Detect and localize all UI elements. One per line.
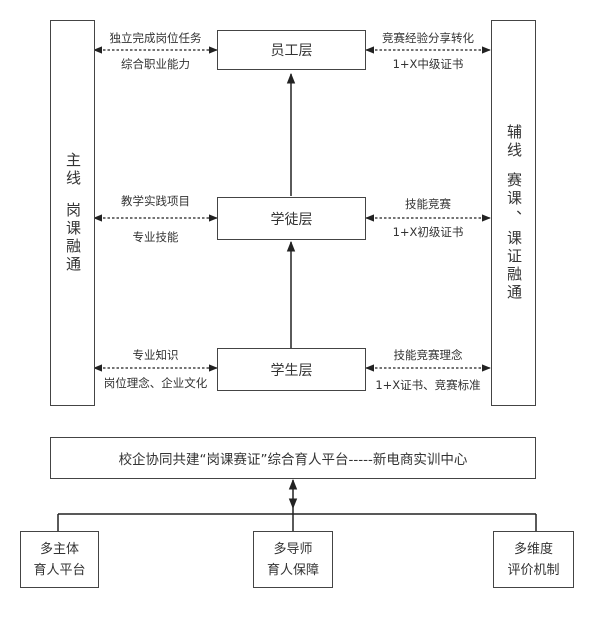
auxiliary-line-text-1: 赛课 bbox=[505, 172, 523, 208]
auxiliary-line-text-2: 、 bbox=[505, 210, 523, 228]
right-label-apprentice-bottom: 1+X初级证书 bbox=[392, 225, 464, 239]
main-line-subtitle: 岗课融通 bbox=[64, 202, 82, 274]
employee-level-box: 员工层 bbox=[217, 30, 366, 70]
multi-subject-platform-box: 多主体 育人平台 bbox=[20, 531, 99, 588]
student-level-label: 学生层 bbox=[270, 362, 313, 379]
right-label-student-top: 技能竞赛理念 bbox=[393, 348, 463, 362]
multi-mentor-box: 多导师 育人保障 bbox=[253, 531, 333, 588]
left-label-student-top: 专业知识 bbox=[132, 348, 179, 362]
left-label-student-bottom: 岗位理念、企业文化 bbox=[103, 376, 208, 390]
auxiliary-line-column: 辅线 赛课 、 课证融通 bbox=[491, 20, 536, 406]
main-line-title: 主线 bbox=[64, 152, 82, 188]
multi-mentor-line2: 育人保障 bbox=[266, 562, 319, 578]
auxiliary-line-text-3: 课证融通 bbox=[505, 230, 523, 302]
auxiliary-line-title: 辅线 bbox=[505, 124, 523, 160]
left-label-employee-bottom: 综合职业能力 bbox=[121, 57, 190, 71]
left-label-apprentice-top: 教学实践项目 bbox=[121, 194, 190, 208]
left-label-employee-top: 独立完成岗位任务 bbox=[109, 31, 202, 45]
apprentice-level-label: 学徒层 bbox=[270, 211, 313, 228]
multi-dimension-line2: 评价机制 bbox=[507, 562, 560, 578]
right-label-student-bottom: 1+X证书、竞赛标准 bbox=[375, 378, 481, 392]
apprentice-level-box: 学徒层 bbox=[217, 197, 366, 240]
platform-label: 校企协同共建“岗课赛证”综合育人平台-----新电商实训中心 bbox=[118, 452, 468, 468]
multi-subject-line1: 多主体 bbox=[39, 541, 79, 557]
student-level-box: 学生层 bbox=[217, 348, 366, 391]
employee-level-label: 员工层 bbox=[270, 43, 313, 59]
multi-dimension-evaluation-box: 多维度 评价机制 bbox=[493, 531, 574, 588]
right-label-apprentice-top: 技能竞赛 bbox=[405, 197, 451, 211]
right-label-employee-top: 竞赛经验分享转化 bbox=[382, 31, 474, 45]
multi-subject-line2: 育人平台 bbox=[33, 562, 86, 578]
multi-mentor-line1: 多导师 bbox=[273, 541, 313, 557]
left-label-apprentice-bottom: 专业技能 bbox=[132, 230, 179, 244]
platform-box: 校企协同共建“岗课赛证”综合育人平台-----新电商实训中心 bbox=[50, 437, 536, 479]
main-line-column: 主线 岗课融通 bbox=[50, 20, 95, 406]
multi-dimension-line1: 多维度 bbox=[513, 541, 553, 557]
right-label-employee-bottom: 1+X中级证书 bbox=[392, 57, 464, 71]
